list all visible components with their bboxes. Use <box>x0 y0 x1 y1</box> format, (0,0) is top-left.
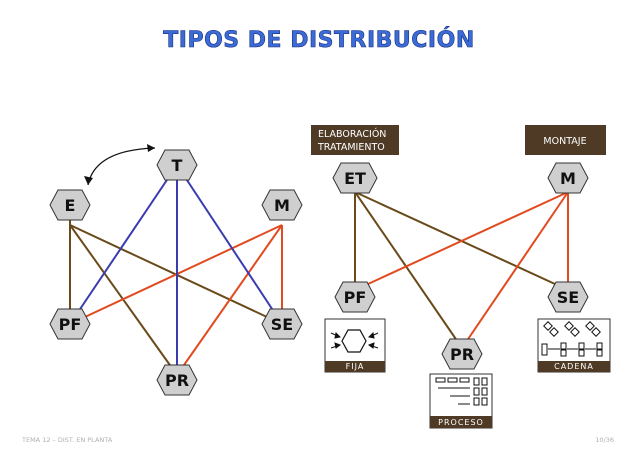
node-pf-right: PF <box>334 281 376 313</box>
line-t-se <box>176 164 283 325</box>
svg-text:M: M <box>560 169 576 188</box>
svg-text:TRATAMIENTO: TRATAMIENTO <box>317 142 385 153</box>
svg-text:T: T <box>172 156 183 175</box>
footer-right: 10/36 <box>595 436 614 444</box>
svg-text:PR: PR <box>450 345 474 364</box>
line-m-pr <box>176 224 283 376</box>
right-lines <box>354 191 569 349</box>
box-montaje: MONTAJE <box>525 125 606 155</box>
svg-text:PF: PF <box>59 315 82 334</box>
node-e: E <box>49 189 91 221</box>
svg-text:CADENA: CADENA <box>554 362 594 371</box>
line-m-pr-right <box>461 191 569 349</box>
box-elaboracion: ELABORACIÓN TRATAMIENTO <box>311 125 399 155</box>
node-se-right: SE <box>547 281 589 313</box>
svg-text:PROCESO: PROCESO <box>438 418 484 427</box>
svg-text:PR: PR <box>165 371 189 390</box>
node-m-left: M <box>261 189 303 221</box>
node-se-left: SE <box>261 308 303 340</box>
svg-text:E: E <box>65 196 76 215</box>
svg-text:SE: SE <box>557 288 579 307</box>
line-et-pr <box>354 191 463 349</box>
svg-text:FIJA: FIJA <box>346 362 365 371</box>
svg-text:SE: SE <box>271 315 293 334</box>
line-m-pf-right <box>354 191 569 291</box>
node-t: T <box>156 149 198 181</box>
node-pr-left: PR <box>156 364 198 396</box>
left-lines <box>69 164 283 376</box>
node-m-right: M <box>547 162 589 194</box>
svg-text:M: M <box>274 196 290 215</box>
proceso-layout-icon: PROCESO <box>429 373 493 429</box>
cadena-layout-icon: CADENA <box>537 318 611 373</box>
svg-text:MONTAJE: MONTAJE <box>543 136 586 147</box>
double-arrow-icon <box>84 144 156 186</box>
footer-left: TEMA 12 – DIST. EN PLANTA <box>21 436 113 444</box>
page-title: TIPOS DE DISTRIBUCIÓN <box>163 27 474 53</box>
fija-layout-icon: FIJA <box>324 318 386 373</box>
line-t-pf <box>69 164 178 325</box>
svg-text:ET: ET <box>344 169 366 188</box>
node-et: ET <box>332 162 378 194</box>
svg-text:ELABORACIÓN: ELABORACIÓN <box>318 128 386 140</box>
node-pf-left: PF <box>49 308 91 340</box>
svg-text:PF: PF <box>344 288 367 307</box>
node-pr-right: PR <box>441 338 483 370</box>
